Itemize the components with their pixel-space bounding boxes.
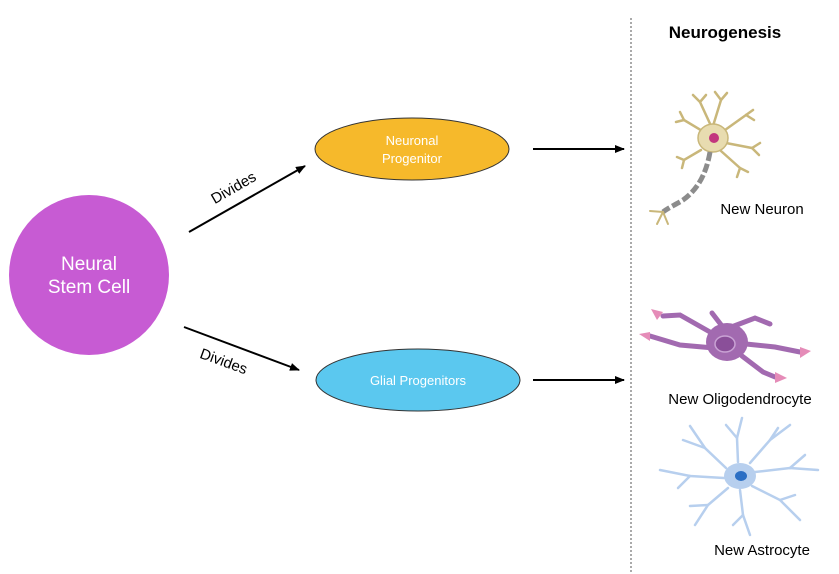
divides-arrow-lower [183, 326, 300, 371]
stem-cell-circle [9, 195, 169, 355]
neuronal-progenitor-label-line1: Neuronal [386, 133, 439, 148]
neuronal-progenitor-ellipse [314, 117, 510, 181]
neuronal-progenitor-label-line2: Progenitor [382, 151, 443, 166]
divides-label-lower: Divides [198, 345, 250, 378]
neuronal-progenitor-node: Neuronal Progenitor [314, 117, 510, 181]
stem-cell-label-line1: Neural [61, 254, 117, 275]
divides-label-upper: Divides [208, 168, 259, 207]
stem-cell-label-line2: Stem Cell [48, 277, 130, 298]
oligodendrocyte-icon [639, 309, 811, 383]
astrocyte-label: New Astrocyte [714, 542, 810, 559]
glial-progenitors-ellipse [315, 348, 521, 412]
neuron-icon [649, 90, 762, 225]
glial-progenitors-label: Glial Progenitors [370, 373, 467, 388]
oligodendrocyte-label: New Oligodendrocyte [668, 391, 811, 408]
divides-arrow-upper [188, 165, 306, 233]
neuron-label: New Neuron [720, 201, 803, 218]
glial-progenitors-node: Glial Progenitors [315, 348, 521, 412]
section-title: Neurogenesis [669, 23, 781, 42]
stem-cell-node: Neural Stem Cell [9, 195, 169, 355]
astrocyte-icon [658, 416, 820, 537]
